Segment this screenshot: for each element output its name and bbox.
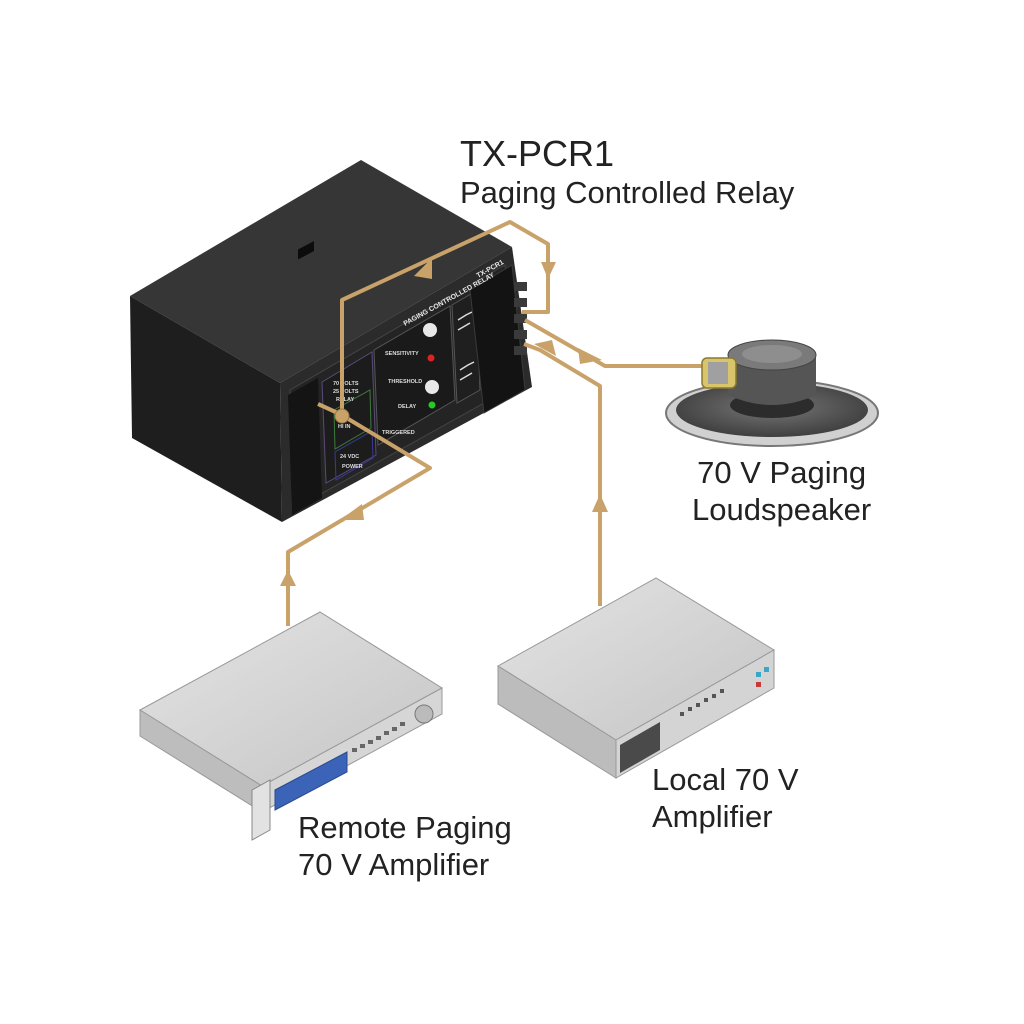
control-label-triggered: TRIGGERED xyxy=(382,430,415,436)
arrow-remote-diag xyxy=(340,504,364,520)
relay-right-terminal-block xyxy=(469,264,527,414)
triggered-led xyxy=(428,401,436,409)
local-amp-label-line1: Local 70 V xyxy=(652,762,799,797)
control-label-threshold: THRESHOLD xyxy=(388,379,422,385)
sensitivity-knob[interactable] xyxy=(423,323,437,337)
flow-arrows xyxy=(280,258,608,586)
wire-relay-loop xyxy=(340,220,550,416)
paging-loudspeaker xyxy=(665,339,879,447)
wire-speaker xyxy=(524,318,708,368)
arrow-local-up xyxy=(592,494,608,512)
remote-paging-amplifier xyxy=(139,611,443,841)
relay-device: PAGING CONTROLLED RELAY TX-PCR1 SENSITIV… xyxy=(130,160,532,522)
relay-side-face xyxy=(130,296,282,522)
left-label-relay: RELAY xyxy=(336,397,354,403)
arrow-local-diag xyxy=(534,340,556,356)
remote-amp-rack-ear xyxy=(251,779,271,841)
arrow-loop-down xyxy=(541,262,556,279)
speaker-label-line2: Loudspeaker xyxy=(692,491,872,527)
delay-knob[interactable] xyxy=(425,380,439,394)
local-amp-status-leds xyxy=(756,667,769,687)
relay-left-terminal-block xyxy=(288,241,322,515)
remote-amp-label-line1: Remote Paging xyxy=(298,810,512,845)
local-amp-grille xyxy=(620,722,660,773)
remote-amp-buttons xyxy=(352,722,405,752)
speaker-label-line1: 70 V Paging xyxy=(697,455,867,490)
control-label-sensitivity: SENSITIVITY xyxy=(385,351,419,357)
relay-name-label: Paging Controlled Relay xyxy=(460,175,795,211)
left-label-25v: 25 VOLTS xyxy=(333,389,359,395)
remote-amp-label: Remote Paging 70 V Amplifier xyxy=(298,810,512,883)
control-label-delay: DELAY xyxy=(398,404,416,410)
remote-amp-volume-knob[interactable] xyxy=(414,704,434,724)
threshold-led xyxy=(427,354,435,362)
relay-control-panel xyxy=(373,305,456,446)
local-amp-indicators xyxy=(680,689,724,716)
left-label-power: POWER xyxy=(342,464,363,470)
left-label-24vdc: 24 VDC xyxy=(340,454,359,460)
wire-local-amp xyxy=(523,342,602,606)
remote-amp-display xyxy=(274,751,348,811)
left-label-70v: 70 VOLTS xyxy=(333,381,359,387)
local-amplifier xyxy=(497,577,775,779)
relay-top-face xyxy=(130,160,512,383)
arrow-speaker xyxy=(578,348,602,364)
left-label-hi-in: HI IN xyxy=(338,424,351,430)
remote-amp-label-line2: 70 V Amplifier xyxy=(298,846,490,882)
arrow-remote-up xyxy=(280,570,296,586)
speaker-label: 70 V Paging Loudspeaker xyxy=(692,455,871,528)
relay-model-label: TX-PCR1 xyxy=(460,133,615,174)
local-amp-label: Local 70 V Amplifier xyxy=(652,762,799,835)
arrow-loop-up xyxy=(414,258,432,279)
wire-junction xyxy=(334,408,350,424)
local-amp-label-line2: Amplifier xyxy=(652,798,773,834)
relay-label: TX-PCR1 Paging Controlled Relay xyxy=(460,133,794,212)
